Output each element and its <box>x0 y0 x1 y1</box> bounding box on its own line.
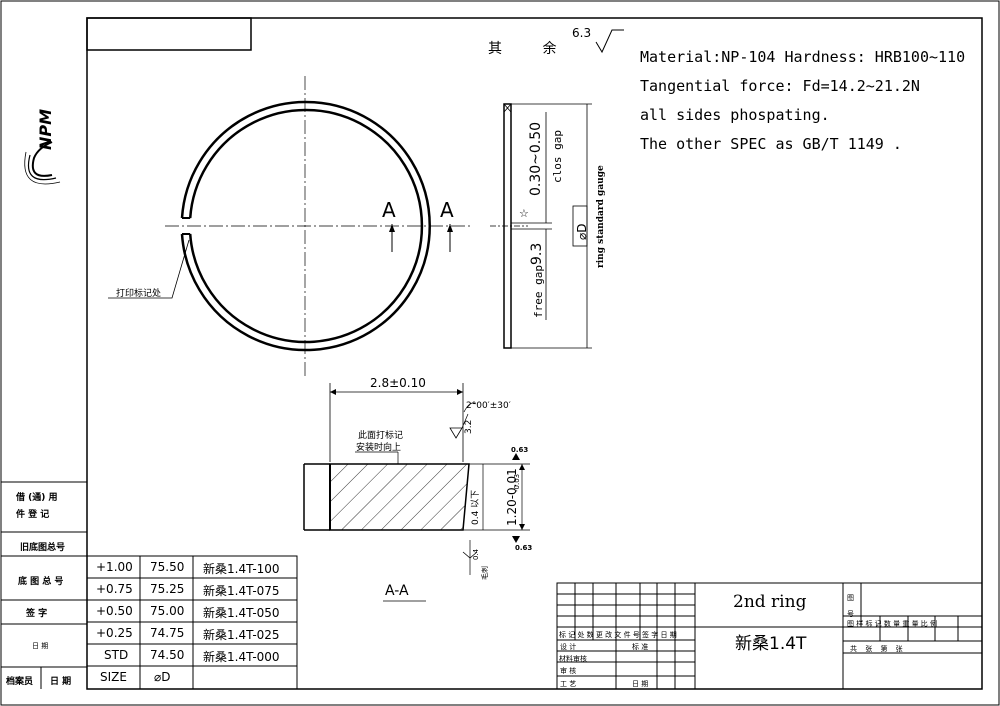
size-row-5-part: 新桑1.4T-000 <box>203 650 280 664</box>
size-row-2-part: 新桑1.4T-075 <box>203 584 280 598</box>
material-check-label: 材料审核 <box>559 655 587 663</box>
size-row-2-size: +0.75 <box>96 582 133 596</box>
label-old-drawing: 旧底图总号 <box>20 543 66 553</box>
corner-label: 毛刺 <box>481 566 489 580</box>
gauge-view <box>490 103 592 349</box>
section-note-line1: 此面打标记 <box>358 431 404 441</box>
free-gap-label: free gap <box>532 265 545 318</box>
size-footer-d: ⌀D <box>154 670 171 684</box>
logo-text: NPM <box>36 108 55 150</box>
roughness-top: 3.2 <box>464 419 474 434</box>
label-base-drawing: 底 图 总 号 <box>18 577 64 587</box>
section-view <box>303 383 530 602</box>
npm-logo <box>24 141 61 185</box>
size-row-4-part: 新桑1.4T-025 <box>203 628 280 642</box>
size-row-2-d: 75.25 <box>150 582 185 596</box>
size-row-4-size: +0.25 <box>96 626 133 640</box>
gauge-label: ring standard gauge <box>596 165 606 268</box>
sheets-label: 共 张 第 张 <box>850 645 906 653</box>
marking-label: 打印标记处 <box>116 289 162 299</box>
flatness-top: 0.63 <box>511 446 529 454</box>
chamfer-bottom: 0.4 <box>472 548 480 560</box>
check-label: 审 核 <box>560 667 577 675</box>
section-mark-left: A <box>382 198 396 222</box>
label-borrow: 借 (通) 用 <box>16 493 58 503</box>
free-gap-value: 9.3 <box>529 242 545 265</box>
size-row-4-d: 74.75 <box>150 626 185 640</box>
width-dimension: 2.8±0.10 <box>370 376 426 390</box>
size-row-3-size: +0.50 <box>96 604 133 618</box>
spec-material: Material:NP-104 Hardness: HRB100~110 <box>640 48 966 66</box>
clos-gap-value: 0.30~0.50 <box>528 121 544 196</box>
standard-label: 标 准 <box>632 643 649 651</box>
size-row-1-part: 新桑1.4T-100 <box>203 562 280 576</box>
size-table-grid <box>86 555 298 690</box>
label-signature: 签 字 <box>26 609 48 619</box>
drawing-no-label: 图 号 <box>847 594 854 618</box>
clos-gap-label: clos gap <box>551 130 564 183</box>
spec-other: The other SPEC as GB/T 1149 . <box>640 135 902 153</box>
section-note-line2: 安装时向上 <box>356 443 402 453</box>
thickness-tolerance: -0.03 <box>513 473 521 492</box>
design-label: 设 计 <box>560 643 577 651</box>
angle-dimension: 2°00′±30′ <box>466 401 511 411</box>
size-row-1-d: 75.50 <box>150 560 185 574</box>
inner-frame <box>86 17 983 690</box>
section-label: A-A <box>385 583 409 599</box>
other-surfaces-label: 其 余 <box>488 41 575 57</box>
ring-plan-view <box>108 76 470 377</box>
label-register: 件 登 记 <box>16 510 50 520</box>
spec-tangential-force: Tangential force: Fd=14.2~21.2N <box>640 77 920 95</box>
stage-headers: 图 样 标 记 数 量 重 量 比 例 <box>847 620 938 628</box>
label-archivist: 档案员 <box>6 677 34 687</box>
rev-headers: 标 记 处 数 更 改 文 件 号 签 字 日 期 <box>559 631 677 639</box>
flatness-bottom: 0.63 <box>515 544 533 552</box>
spec-phosphating: all sides phospating. <box>640 106 830 124</box>
label-date2: 日 期 <box>50 677 72 687</box>
size-row-5-size: STD <box>104 648 129 662</box>
process-label: 工 艺 <box>560 680 577 688</box>
gauge-diameter: ⌀D <box>575 223 589 240</box>
size-row-3-part: 新桑1.4T-050 <box>203 606 280 620</box>
size-row-5-d: 74.50 <box>150 648 185 662</box>
date-label: 日 期 <box>632 680 649 688</box>
part-name: 2nd ring <box>733 592 807 612</box>
roughness-symbol <box>595 29 624 54</box>
chamfer-dimension: 0.4 以下 <box>471 489 481 525</box>
star-mark: ☆ <box>519 207 529 220</box>
size-row-3-d: 75.00 <box>150 604 185 618</box>
size-row-1-size: +1.00 <box>96 560 133 574</box>
corner-label-box <box>86 17 252 51</box>
product-name: 新桑1.4T <box>735 634 807 654</box>
left-panel-grid <box>1 481 87 689</box>
label-date: 日 期 <box>32 642 49 650</box>
size-footer-size: SIZE <box>100 670 127 684</box>
title-block-grid <box>556 582 983 690</box>
section-mark-right: A <box>440 198 454 222</box>
roughness-value: 6.3 <box>572 26 592 40</box>
